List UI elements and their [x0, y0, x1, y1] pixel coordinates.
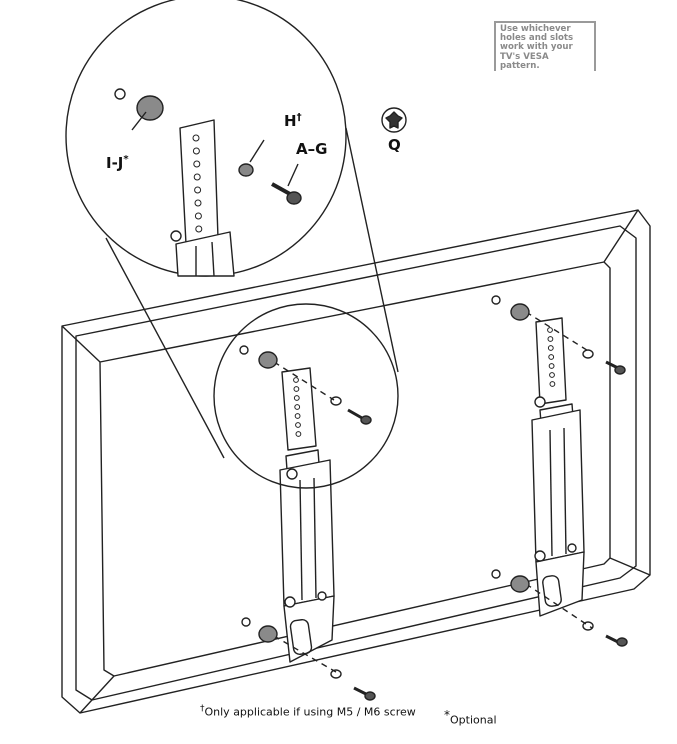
bracket-hole — [192, 147, 200, 155]
label-ij-mark: * — [123, 154, 129, 165]
bracket-hole — [549, 381, 556, 387]
bracket-hole — [295, 431, 302, 437]
bracket-hole — [194, 199, 202, 207]
bracket-hole — [548, 354, 555, 360]
vesa-callout: Use whichever holes and slots work with … — [494, 21, 596, 71]
hardware-set-left-top — [239, 345, 372, 425]
bracket-hole — [193, 173, 201, 181]
footnote-dagger-text: Only applicable if using M5 / M6 screw — [204, 705, 416, 719]
bracket-hole — [293, 377, 299, 383]
bracket-hole — [549, 372, 555, 378]
bracket-hole — [194, 212, 202, 220]
label-h-mark: † — [296, 112, 302, 123]
footnote-dagger-mark: † — [200, 704, 205, 714]
bracket-hole — [195, 225, 203, 233]
hardware-set-left-bottom — [241, 617, 376, 701]
right-bracket-arm — [531, 317, 585, 617]
hardware-set-right-bottom — [491, 569, 628, 647]
vesa-callout-text: Use whichever holes and slots work with … — [500, 24, 574, 71]
q-tool-icon — [381, 107, 407, 133]
zoomed-hardware — [114, 88, 302, 205]
bracket-hole — [294, 404, 301, 410]
bracket-hole — [547, 336, 554, 342]
label-ij-text: I-J — [106, 154, 124, 172]
bracket-hole — [192, 134, 200, 142]
bracket-hole — [293, 386, 300, 392]
left-bracket-arm — [279, 367, 335, 663]
label-ij: I-J* — [106, 154, 129, 172]
tv-back-panel — [61, 209, 651, 714]
label-h: H† — [284, 112, 302, 130]
bracket-hole — [293, 395, 300, 401]
bracket-hole — [547, 327, 553, 333]
zoomed-bracket — [170, 119, 235, 277]
bracket-hole — [547, 345, 554, 351]
label-q-text: Q — [388, 136, 401, 154]
footnote-star: *Optional — [444, 708, 497, 727]
label-ag: A–G — [296, 140, 327, 158]
footnote-dagger: †Only applicable if using M5 / M6 screw — [200, 704, 416, 719]
bracket-hole — [194, 186, 202, 194]
label-q: Q — [388, 136, 401, 154]
zoomed-bracket-holes — [192, 134, 203, 233]
bracket-hole — [548, 363, 555, 369]
small-magnify-circle — [213, 303, 399, 489]
footnote-star-mark: * — [444, 708, 450, 722]
bracket-hole — [294, 413, 301, 419]
hardware-set-right-top — [491, 295, 626, 375]
left-bracket-holes — [293, 377, 302, 437]
bracket-hole — [193, 160, 201, 168]
bracket-hole — [295, 422, 301, 428]
label-ag-text: A–G — [296, 140, 328, 158]
footnote-star-text: Optional — [450, 713, 497, 727]
right-bracket-holes — [547, 327, 556, 387]
label-h-text: H — [284, 112, 297, 130]
